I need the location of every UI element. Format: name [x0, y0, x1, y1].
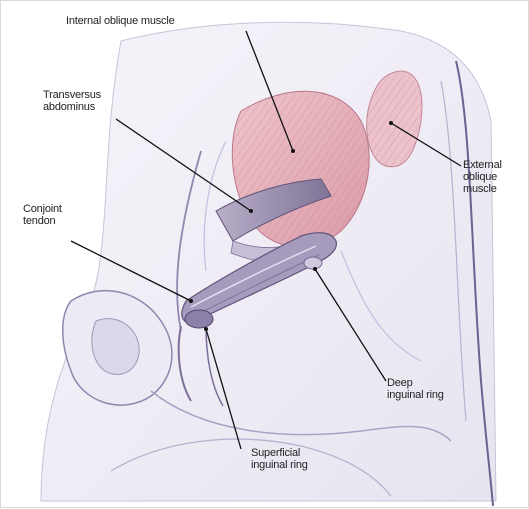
superficial-inguinal-ring	[185, 310, 213, 328]
label-conjoint-tendon: Conjoint tendon	[23, 203, 62, 227]
deep-inguinal-ring	[304, 257, 322, 269]
label-internal-oblique-muscle: Internal oblique muscle	[66, 15, 175, 27]
label-transversus-abdominus: Transversus abdominus	[43, 89, 101, 113]
label-superficial-inguinal-ring: Superficial inguinal ring	[251, 447, 308, 471]
label-deep-inguinal-ring: Deep inguinal ring	[387, 377, 444, 401]
label-external-oblique-muscle: External oblique muscle	[463, 159, 502, 195]
